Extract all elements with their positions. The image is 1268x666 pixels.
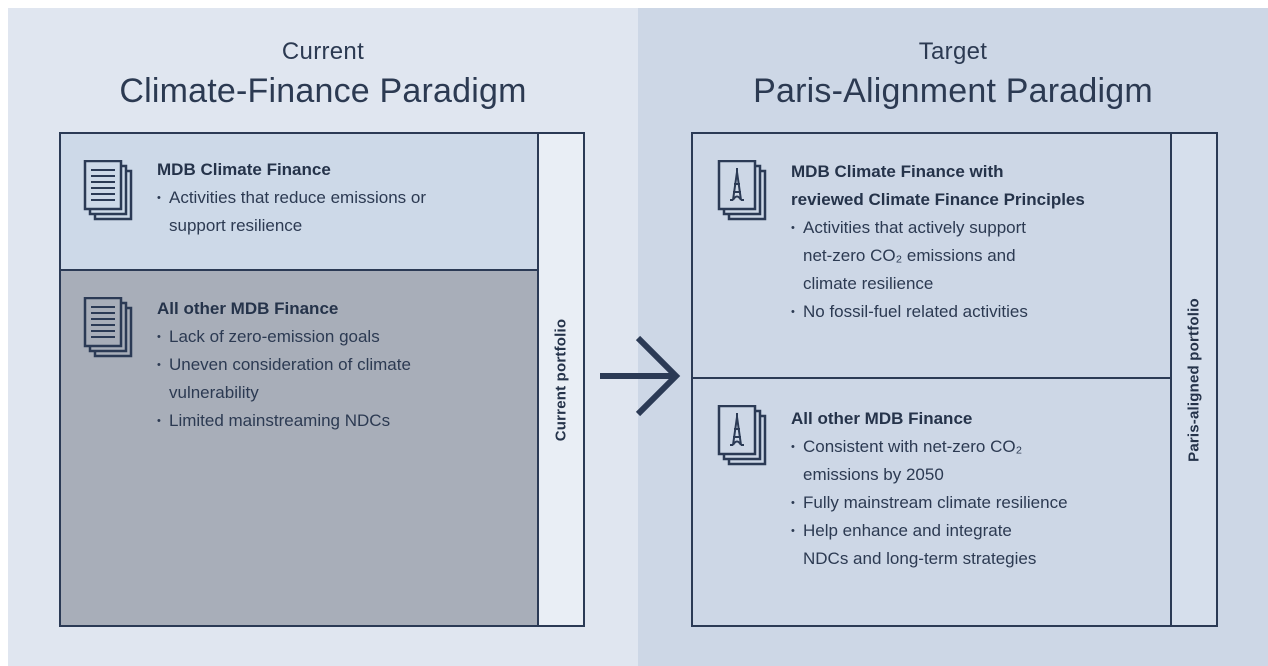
target-climate-finance-section: MDB Climate Finance with reviewed Climat… xyxy=(693,134,1170,379)
eiffel-tower-document-icon xyxy=(717,405,767,466)
list-item: Uneven consideration of climate vulnerab… xyxy=(157,351,411,407)
list-item: Help enhance and integrate NDCs and long… xyxy=(791,517,1068,573)
target-other-finance-bullets: Consistent with net-zero CO₂ emissions b… xyxy=(791,433,1068,573)
current-other-finance-bullets: Lack of zero-emission goals Uneven consi… xyxy=(157,323,411,435)
current-portfolio-box: MDB Climate Finance Activities that redu… xyxy=(59,132,539,627)
arrow-right-icon xyxy=(600,335,681,417)
current-portfolio-sidebar: Current portfolio xyxy=(537,132,585,627)
list-item: Limited mainstreaming NDCs xyxy=(157,407,411,435)
current-climate-finance-bullets: Activities that reduce emissions or supp… xyxy=(157,184,426,240)
list-item: Activities that actively support net-zer… xyxy=(791,214,1028,298)
current-climate-finance-heading: MDB Climate Finance xyxy=(157,160,331,179)
paris-aligned-portfolio-label: Paris-aligned portfolio xyxy=(1185,297,1203,462)
current-portfolio-label: Current portfolio xyxy=(552,318,570,441)
list-item: Activities that reduce emissions or supp… xyxy=(157,184,426,240)
target-pretitle: Target xyxy=(918,38,988,65)
eiffel-tower-document-icon xyxy=(717,160,767,221)
list-item: Consistent with net-zero CO₂ emissions b… xyxy=(791,433,1068,489)
document-stack-icon xyxy=(83,297,133,358)
list-item: Fully mainstream climate resilience xyxy=(791,489,1068,517)
target-title: Paris-Alignment Paradigm xyxy=(753,72,1153,110)
paris-aligned-portfolio-sidebar: Paris-aligned portfolio xyxy=(1170,132,1218,627)
current-other-finance-section: All other MDB Finance Lack of zero-emiss… xyxy=(61,271,537,625)
target-other-finance-section: All other MDB Finance Consistent with ne… xyxy=(693,379,1170,625)
target-other-finance-heading: All other MDB Finance xyxy=(791,409,973,428)
list-item: No fossil-fuel related activities xyxy=(791,298,1028,326)
list-item: Lack of zero-emission goals xyxy=(157,323,411,351)
target-climate-finance-bullets: Activities that actively support net-zer… xyxy=(791,214,1028,326)
paris-aligned-portfolio-box: MDB Climate Finance with reviewed Climat… xyxy=(691,132,1172,627)
current-other-finance-heading: All other MDB Finance xyxy=(157,299,339,318)
target-climate-finance-heading: MDB Climate Finance with reviewed Climat… xyxy=(791,162,1085,209)
current-title: Climate-Finance Paradigm xyxy=(119,72,527,110)
current-climate-finance-section: MDB Climate Finance Activities that redu… xyxy=(61,134,537,271)
document-stack-icon xyxy=(83,160,133,221)
current-pretitle: Current xyxy=(281,38,365,65)
